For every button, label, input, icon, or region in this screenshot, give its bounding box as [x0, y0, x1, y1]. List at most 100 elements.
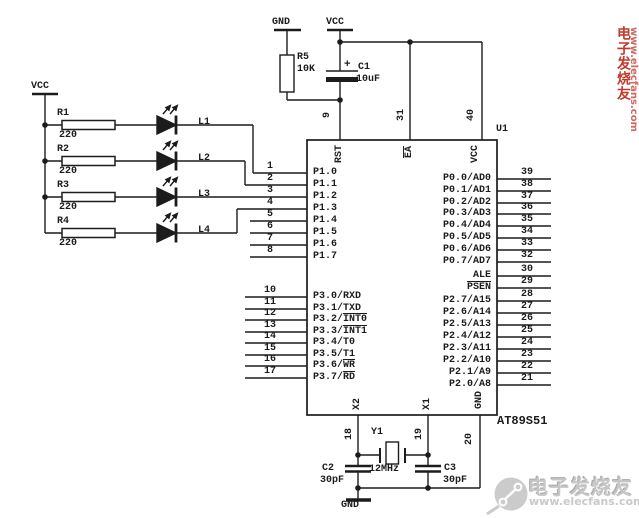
wire-layer: [32, 28, 551, 502]
led-l4-symbol: [155, 212, 179, 244]
pin-number-4: 4: [266, 197, 273, 208]
pin-number-13: 13: [263, 320, 276, 331]
r3-ref-label: R3: [57, 180, 70, 191]
led-l1-symbol: [155, 104, 179, 136]
pin-number-7: 7: [266, 233, 273, 244]
ic-pin-p0-2-label: P0.2/AD2: [442, 197, 491, 208]
watermark-brand-text: 电子发烧友: [528, 475, 633, 499]
pin-number-11: 11: [263, 297, 276, 308]
ic-pin-p1-7-label: P1.7: [313, 251, 338, 262]
pin-number-31: 31: [396, 109, 407, 122]
pin-number-28: 28: [520, 289, 533, 300]
pin-number-19: 19: [414, 428, 425, 441]
l4-ref-label: L4: [198, 225, 211, 236]
l1-ref-label: L1: [198, 117, 211, 128]
r5-ref-label: R5: [297, 52, 310, 63]
resistor-r3-symbol: [61, 191, 116, 203]
pin-number-30: 30: [520, 264, 533, 275]
ic-pin-p2-4-label: P2.4/A12: [442, 331, 491, 342]
pin-number-18: 18: [344, 428, 355, 441]
ic-pin-p2-1-label: P2.1/A9: [448, 367, 491, 378]
pin-number-39: 39: [520, 167, 533, 178]
pin-number-37: 37: [520, 191, 533, 202]
resistor-r4-symbol: [61, 227, 116, 239]
l2-ref-label: L2: [198, 153, 211, 164]
ic-pin-p1-6-label: P1.6: [313, 239, 338, 250]
pin-number-27: 27: [520, 301, 533, 312]
r2-value-label: 220: [59, 166, 78, 177]
junction-dots: [42, 39, 431, 491]
cap-c1-plate-bottom: [326, 77, 358, 82]
c2-ref-label: C2: [322, 463, 335, 474]
pin-number-6: 6: [266, 221, 273, 232]
ic-pin-p1-5-label: P1.5: [313, 227, 338, 238]
pin-number-10: 10: [263, 285, 276, 296]
pin-number-34: 34: [520, 226, 533, 237]
ic-pin-p0-7-label: P0.7/AD7: [442, 256, 491, 267]
gnd-bottom-label: GND: [341, 500, 360, 511]
pin-number-29: 29: [520, 276, 533, 287]
r4-ref-label: R4: [57, 216, 70, 227]
resistor-r2-symbol: [61, 155, 116, 167]
resistor-r1-symbol: [61, 119, 116, 131]
pin-number-3: 3: [266, 185, 273, 196]
pin-number-20: 20: [464, 433, 475, 446]
c1-value-label: 10uF: [356, 74, 381, 85]
pin-number-15: 15: [263, 343, 276, 354]
ic-pin-p0-1-label: P0.1/AD1: [442, 185, 491, 196]
ic-pin-p0-5-label: P0.5/AD5: [442, 232, 491, 243]
pin-number-8: 8: [266, 245, 273, 256]
pin-number-24: 24: [520, 337, 533, 348]
ic-pin-ea-label: EA: [404, 146, 415, 159]
ic-pin-p3-7-label: P3.7/RD: [313, 372, 356, 383]
gnd-top-label: GND: [272, 17, 291, 28]
pin-number-33: 33: [520, 238, 533, 249]
ic-pin-p2-3-label: P2.3/A11: [442, 343, 491, 354]
pin-number-21: 21: [520, 373, 533, 384]
pin-number-32: 32: [520, 250, 533, 261]
pin-number-16: 16: [263, 354, 276, 365]
pin-number-12: 12: [263, 308, 276, 319]
ic-pin-p3-0-label: P3.0/RXD: [313, 291, 362, 302]
r1-value-label: 220: [59, 130, 78, 141]
crystal-y1-symbol: [385, 441, 400, 465]
ic-pin-ale-label: ALE: [472, 270, 491, 281]
watermark-side-brand-text: 电子发烧友: [615, 26, 631, 101]
c2-value-label: 30pF: [320, 475, 345, 486]
r1-ref-label: R1: [57, 108, 70, 119]
ic-pin-p3-2-label: P3.2/INT0: [313, 314, 368, 325]
ic-pin-p3-6-label: P3.6/WR: [313, 360, 356, 371]
ic-pin-p2-2-label: P2.2/A10: [442, 355, 491, 366]
r3-value-label: 220: [59, 202, 78, 213]
vcc-top-label: VCC: [326, 17, 345, 28]
y1-value-label: 12MHz: [369, 464, 400, 475]
resistor-r5-symbol: [279, 54, 295, 93]
pin-number-1: 1: [266, 161, 273, 172]
c3-ref-label: C3: [444, 463, 457, 474]
r4-value-label: 220: [59, 238, 78, 249]
pin-number-36: 36: [520, 202, 533, 213]
ic-pin-p0-6-label: P0.6/AD6: [442, 244, 491, 255]
ic-pin-p2-6-label: P2.6/A14: [442, 307, 491, 318]
ic-pin-p0-0-label: P0.0/AD0: [442, 173, 491, 184]
ic-pin-p0-4-label: P0.4/AD4: [442, 220, 491, 231]
l3-ref-label: L3: [198, 189, 211, 200]
elecfans-logo-icon: [486, 477, 528, 516]
ic-pin-p3-4-label: P3.4/T0: [313, 337, 356, 348]
ic-pin-p3-1-label: P3.1/TXD: [313, 303, 362, 314]
pin-number-26: 26: [520, 313, 533, 324]
pin-number-38: 38: [520, 179, 533, 190]
ic-pin-vcc-label: VCC: [470, 145, 481, 164]
ic-pin-p2-7-label: P2.7/A15: [442, 295, 491, 306]
led-l2-symbol: [155, 140, 179, 172]
ic-pin-p2-0-label: P2.0/A8: [448, 379, 491, 390]
pin-number-9: 9: [322, 112, 333, 119]
ic-ref-label: U1: [496, 124, 509, 135]
r5-value-label: 10K: [297, 64, 316, 75]
ic-pin-p3-5-label: P3.5/T1: [313, 349, 356, 360]
cap-c3-symbol: [413, 464, 443, 473]
ic-pin-p1-0-label: P1.0: [313, 167, 338, 178]
watermark-url-text: www.elecfans.com: [529, 495, 639, 508]
vcc-left-label: VCC: [31, 81, 50, 92]
c1-polarity-label: +: [344, 59, 351, 71]
